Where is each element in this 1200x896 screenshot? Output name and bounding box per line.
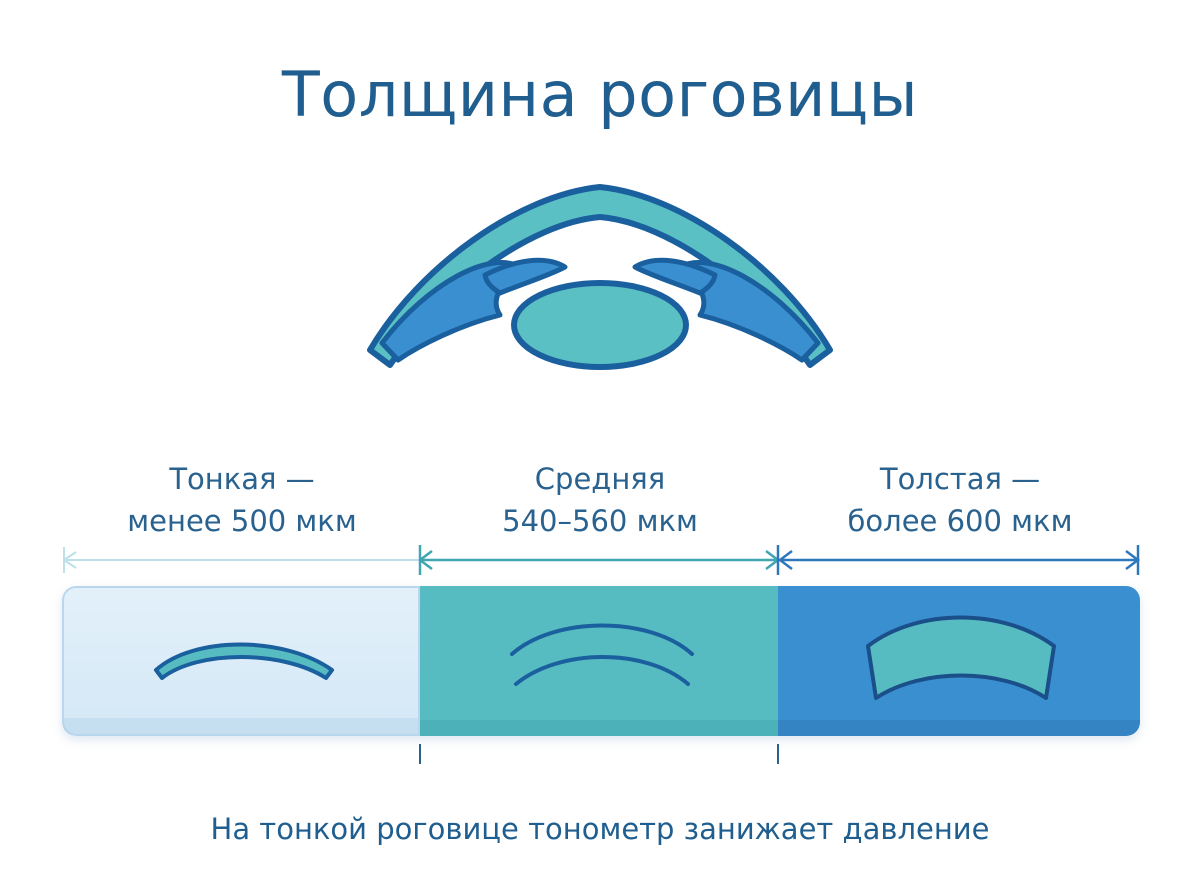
medium-cornea-icon — [510, 623, 694, 686]
category-label-medium: Средняя 540–560 мкм — [420, 458, 780, 542]
segment-thick — [778, 586, 1140, 736]
cornea-thickness-scale — [62, 586, 1140, 736]
category-medium-range: 540–560 мкм — [502, 504, 698, 538]
thin-cornea-icon — [154, 642, 334, 680]
category-medium-title: Средняя — [534, 462, 666, 496]
page-title: Толщина роговицы — [281, 58, 919, 131]
scale-tick-1 — [419, 744, 421, 764]
arrow-thin — [62, 547, 418, 573]
segment-medium — [420, 586, 778, 736]
category-thin-range: менее 500 мкм — [127, 504, 357, 538]
arrow-thick — [776, 545, 1141, 575]
segment-thin — [62, 586, 420, 736]
category-thick-range: более 600 мкм — [847, 504, 1073, 538]
category-thick-title: Толстая — — [879, 462, 1041, 496]
caption: На тонкой роговице тонометр занижает дав… — [210, 812, 990, 846]
arrow-medium — [417, 545, 781, 575]
scale-tick-2 — [777, 744, 779, 764]
thick-cornea-icon — [866, 615, 1056, 700]
category-label-thick: Толстая — более 600 мкм — [780, 458, 1140, 542]
eye-cross-section-icon — [367, 184, 833, 370]
range-arrows — [62, 545, 1141, 575]
category-label-thin: Тонкая — менее 500 мкм — [62, 458, 422, 542]
category-thin-title: Тонкая — — [169, 462, 315, 496]
